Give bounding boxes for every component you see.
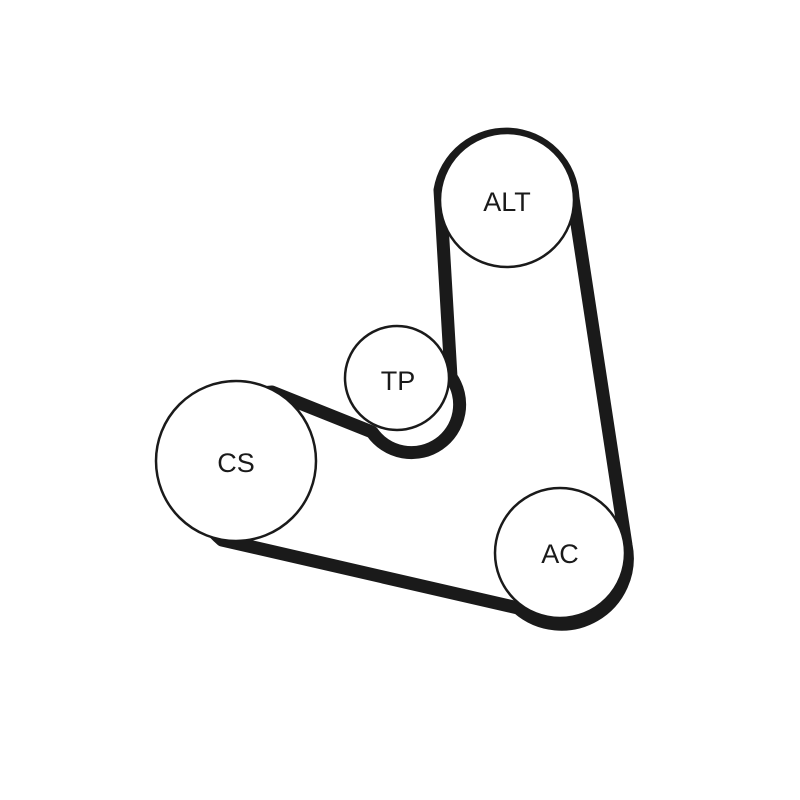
pulley-alt: ALT — [438, 131, 576, 269]
pulley-alt-label: ALT — [483, 187, 531, 217]
pulley-cs: CS — [154, 379, 318, 543]
pulley-alt-circle — [438, 131, 576, 269]
pulley-tp-label: TP — [381, 366, 416, 396]
pulley-ac-label: AC — [541, 539, 579, 569]
pulley-cs-circle — [154, 379, 318, 543]
pulley-tp: TP — [343, 324, 451, 432]
pulley-ac: AC — [493, 486, 627, 620]
pulley-cs-label: CS — [217, 448, 255, 478]
pulley-tp-circle — [343, 324, 451, 432]
pulley-ac-circle — [493, 486, 627, 620]
